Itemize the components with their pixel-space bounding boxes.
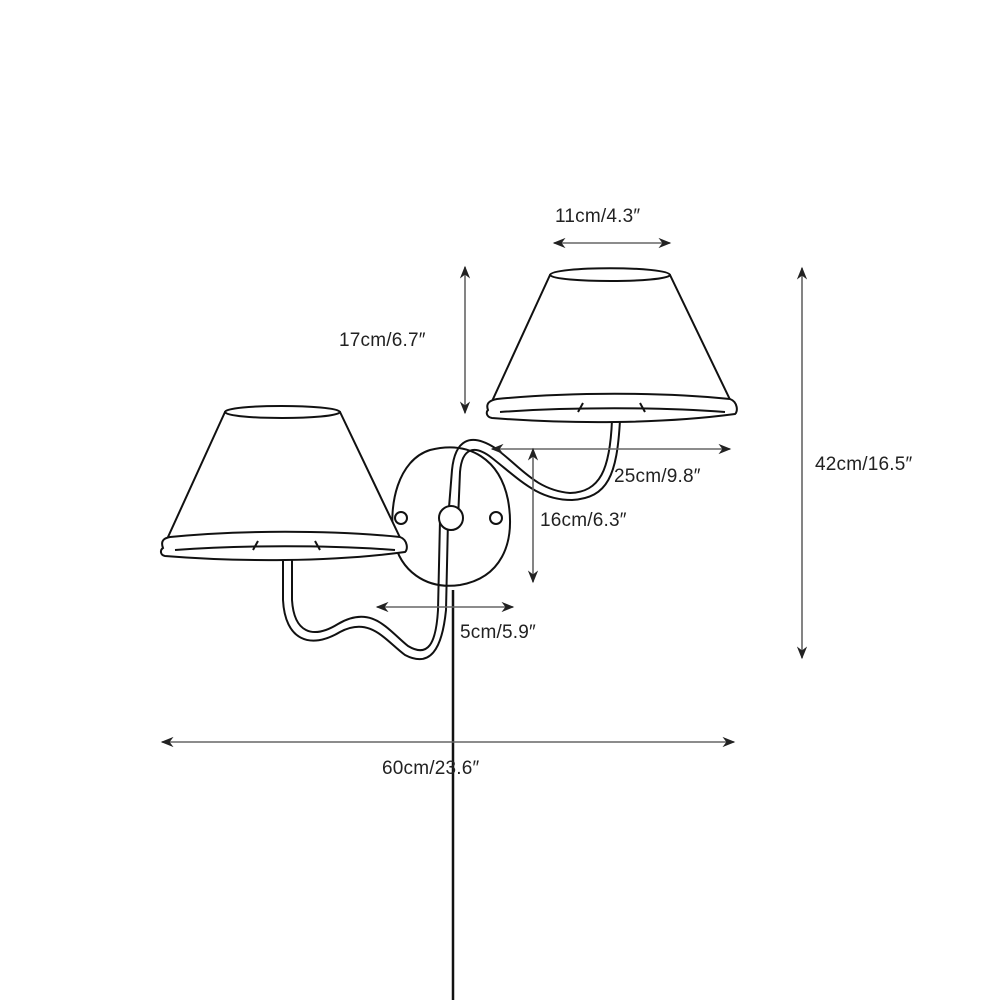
label-shade-top-width: 11cm/4.3″ [555, 206, 641, 227]
label-arm-reach: 25cm/9.8″ [614, 466, 701, 487]
label-backplate-width: 5cm/5.9″ [460, 622, 536, 643]
right-lampshade [485, 267, 738, 424]
label-shade-height: 17cm/6.7″ [339, 330, 426, 351]
mounting-screw-right [489, 511, 503, 525]
left-lampshade [159, 405, 408, 562]
mounting-screw-left [394, 511, 408, 525]
label-overall-width: 60cm/23.6″ [382, 758, 480, 779]
arm-knuckle [438, 505, 464, 531]
label-overall-height: 42cm/16.5″ [815, 454, 913, 475]
label-backplate-height: 16cm/6.3″ [540, 510, 627, 531]
left-arm [282, 519, 449, 661]
